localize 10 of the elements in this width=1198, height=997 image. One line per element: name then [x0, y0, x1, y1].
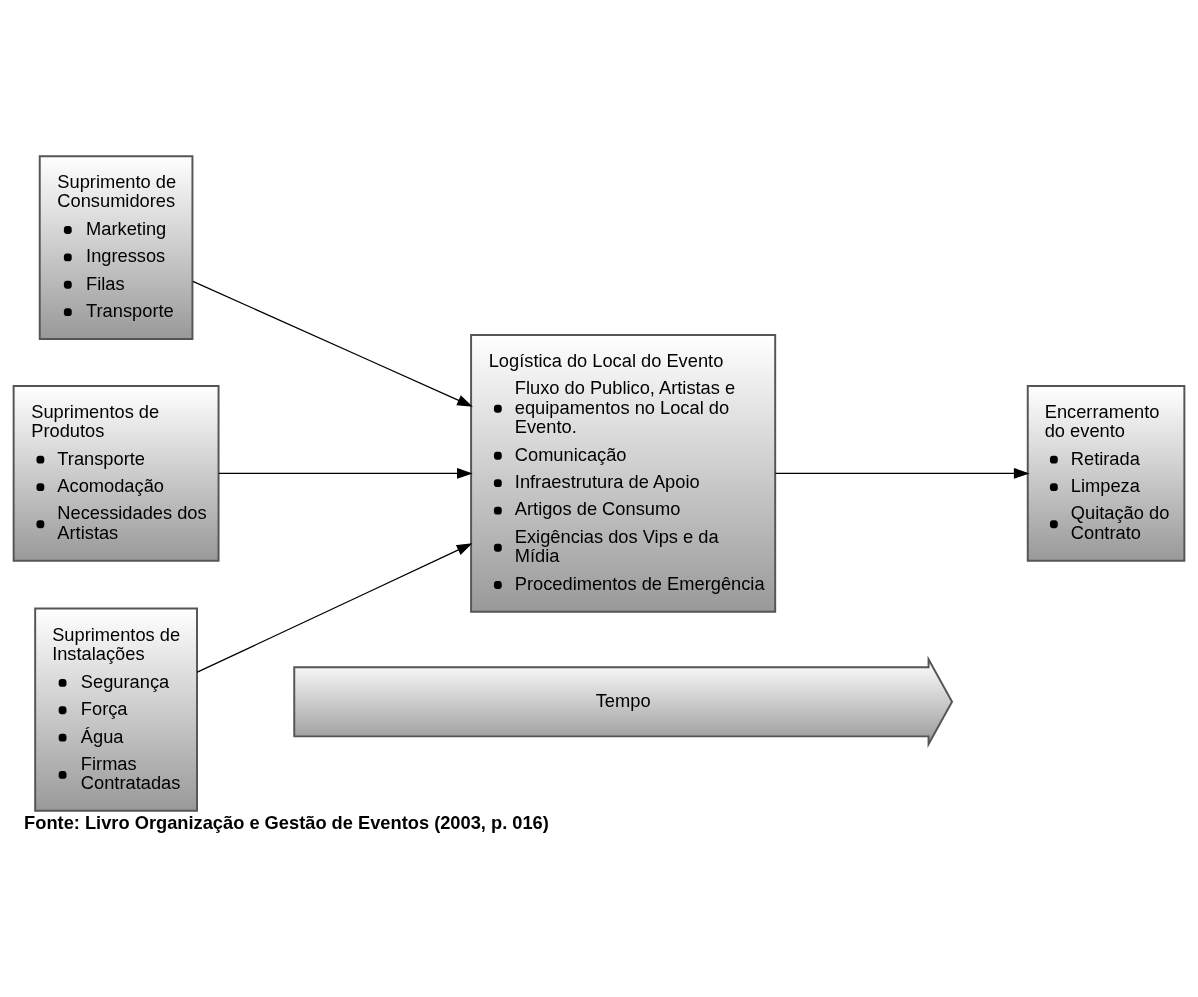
node-box: Suprimento de Consumidores Marketing Ingressos Filas Transporte [38, 155, 194, 340]
node-box: Suprimentos de Produtos Transporte Acomodação Necessidades dos Artistas [12, 384, 220, 562]
caption: Fonte: Livro Organização e Gestão de Eventos (2003, p. 016) [24, 812, 549, 834]
node-box: Logística do Local do Evento Fluxo do Publico, Artistas e equipamentos no Local do Evento. Comunicação Infraestrutura de Apoio Artigos de Consumo Exigências dos Vips e da Mídia Procedimentos de Emergência [470, 334, 777, 613]
arrow [218, 467, 473, 479]
arrow [192, 280, 473, 407]
node-box: Encerramento do evento Retirada Limpeza Quitação do Contrato [1026, 384, 1186, 562]
arrow [196, 543, 473, 673]
arrow [774, 467, 1030, 479]
node-box: Suprimentos de Instalações Segurança Força Água Firmas Contratadas [34, 607, 198, 812]
